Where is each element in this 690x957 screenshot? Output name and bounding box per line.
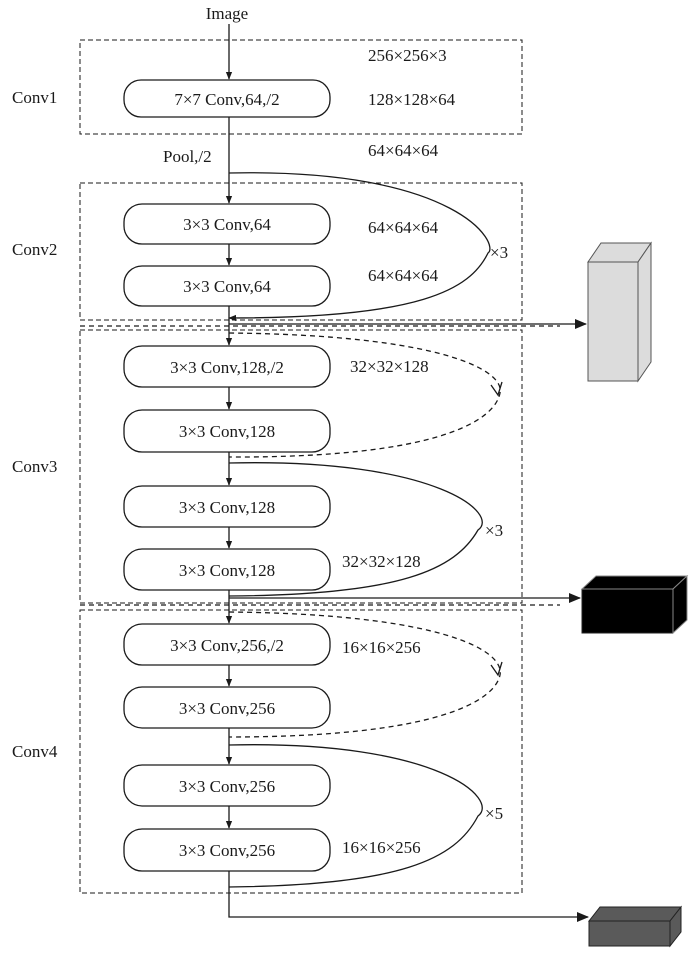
- repeat-label-conv3: ×3: [485, 521, 503, 540]
- skip-curve-conv4-dashed: [228, 611, 501, 738]
- cuboid-front-face: [588, 920, 671, 947]
- node-label: 3×3 Conv,256: [179, 699, 275, 718]
- node-label: 3×3 Conv,64: [183, 215, 271, 234]
- dim-label-5: 64×64×64: [368, 266, 439, 285]
- dim-label-8: 16×16×256: [342, 638, 421, 657]
- stage-label-conv1: Conv1: [12, 88, 57, 107]
- cuboid-side-face: [669, 905, 682, 948]
- node-label: 7×7 Conv,64,/2: [174, 90, 279, 109]
- node-conv4-c: 3×3 Conv,256: [123, 764, 331, 807]
- cuboid-top-face: [580, 575, 689, 590]
- node-conv2-a: 3×3 Conv,64: [123, 203, 331, 245]
- dim-label-4: 64×64×64: [368, 218, 439, 237]
- node-conv1: 7×7 Conv,64,/2: [123, 79, 331, 118]
- node-label: 3×3 Conv,128: [179, 422, 275, 441]
- node-conv3-b: 3×3 Conv,128: [123, 409, 331, 453]
- node-conv3-a: 3×3 Conv,128,/2: [123, 345, 331, 388]
- node-label: 3×3 Conv,64: [183, 277, 271, 296]
- dim-label-9: 16×16×256: [342, 838, 421, 857]
- skip-curve-conv4: [228, 744, 483, 888]
- dim-label-2: 128×128×64: [368, 90, 456, 109]
- flow-conv4-to-output: [228, 871, 589, 922]
- skip-arrowhead-conv3: [490, 381, 503, 397]
- cuboid-front-face: [581, 588, 674, 634]
- repeat-label-conv4: ×5: [485, 804, 503, 823]
- node-conv4-d: 3×3 Conv,256: [123, 828, 331, 872]
- node-label: 3×3 Conv,256: [179, 777, 275, 796]
- skip-curve-conv2: [228, 172, 491, 322]
- dim-label-6: 32×32×128: [350, 357, 429, 376]
- output-feature-map-1: [587, 241, 652, 383]
- cuboid-side-face: [637, 241, 652, 383]
- node-label: 3×3 Conv,256,/2: [170, 636, 284, 655]
- stage-label-conv2: Conv2: [12, 240, 57, 259]
- dim-label-7: 32×32×128: [342, 552, 421, 571]
- node-label: 3×3 Conv,128: [179, 498, 275, 517]
- cuboid-top-face: [587, 906, 683, 922]
- skip-arrowhead-conv4: [490, 661, 503, 677]
- stage-label-conv3: Conv3: [12, 457, 57, 476]
- output-feature-map-2: [580, 574, 689, 635]
- node-label: 3×3 Conv,128: [179, 561, 275, 580]
- output-feature-map-3: [587, 905, 683, 948]
- node-conv3-c: 3×3 Conv,128: [123, 485, 331, 528]
- stage-box-conv2: [79, 182, 523, 321]
- node-conv4-a: 3×3 Conv,256,/2: [123, 623, 331, 666]
- dim-label-3: 64×64×64: [368, 141, 439, 160]
- stage-box-conv4: [79, 609, 523, 894]
- node-conv4-b: 3×3 Conv,256: [123, 686, 331, 729]
- node-label: 3×3 Conv,256: [179, 841, 275, 860]
- node-conv2-b: 3×3 Conv,64: [123, 265, 331, 307]
- stage-box-conv3: [79, 329, 523, 604]
- dim-label-1: 256×256×3: [368, 46, 447, 65]
- cuboid-front-face: [587, 261, 639, 382]
- node-label: 3×3 Conv,128,/2: [170, 358, 284, 377]
- node-conv3-d: 3×3 Conv,128: [123, 548, 331, 591]
- pool-label: Pool,/2: [163, 147, 212, 166]
- cuboid-side-face: [672, 574, 688, 635]
- stage-box-conv1: [79, 39, 523, 135]
- repeat-label-conv2: ×3: [490, 243, 508, 262]
- input-label: Image: [206, 4, 248, 23]
- skip-curve-conv3-dashed: [228, 332, 501, 458]
- skip-curve-conv3: [228, 462, 483, 597]
- stage-label-conv4: Conv4: [12, 742, 58, 761]
